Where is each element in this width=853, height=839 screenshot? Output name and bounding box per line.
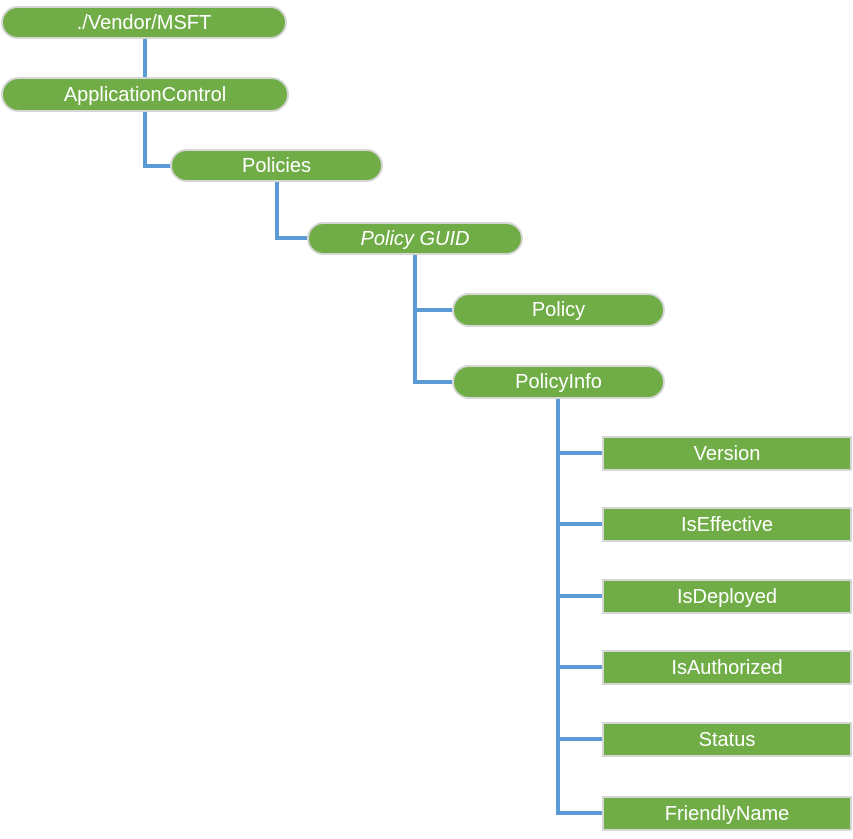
node-version: Version [602, 436, 852, 471]
connector-applicationcontrol-to-policies-horizontal [143, 164, 172, 168]
connector-policyguid-to-policyinfo [413, 380, 452, 384]
node-status: Status [602, 722, 852, 757]
connector-policyinfo-to-isdeployed [556, 594, 602, 598]
connector-policyinfo-to-status [556, 737, 602, 741]
node-vendor-msft: ./Vendor/MSFT [1, 6, 287, 39]
node-applicationcontrol: ApplicationControl [1, 77, 289, 112]
connector-policyinfo-to-version [556, 451, 602, 455]
node-iseffective: IsEffective [602, 507, 852, 542]
connector-policies-to-policyguid-horizontal [275, 236, 307, 240]
node-policyinfo: PolicyInfo [452, 365, 665, 399]
connector-policyinfo-to-iseffective [556, 522, 602, 526]
connector-policyinfo-to-isauthorized [556, 665, 602, 669]
connector-policyguid-to-policy [413, 308, 452, 312]
node-policies: Policies [170, 149, 383, 182]
connector-vendor-to-applicationcontrol [143, 39, 147, 77]
connector-policyinfo-to-friendlyname [556, 811, 602, 815]
node-policy: Policy [452, 293, 665, 327]
connector-policies-to-policyguid-vertical [275, 182, 279, 240]
connector-policyguid-trunk [413, 255, 417, 384]
node-isauthorized: IsAuthorized [602, 650, 852, 685]
connector-applicationcontrol-to-policies-vertical [143, 112, 147, 168]
node-friendlyname: FriendlyName [602, 796, 852, 831]
connector-policyinfo-trunk [556, 399, 560, 815]
node-isdeployed: IsDeployed [602, 579, 852, 614]
node-policy-guid: Policy GUID [307, 222, 523, 255]
